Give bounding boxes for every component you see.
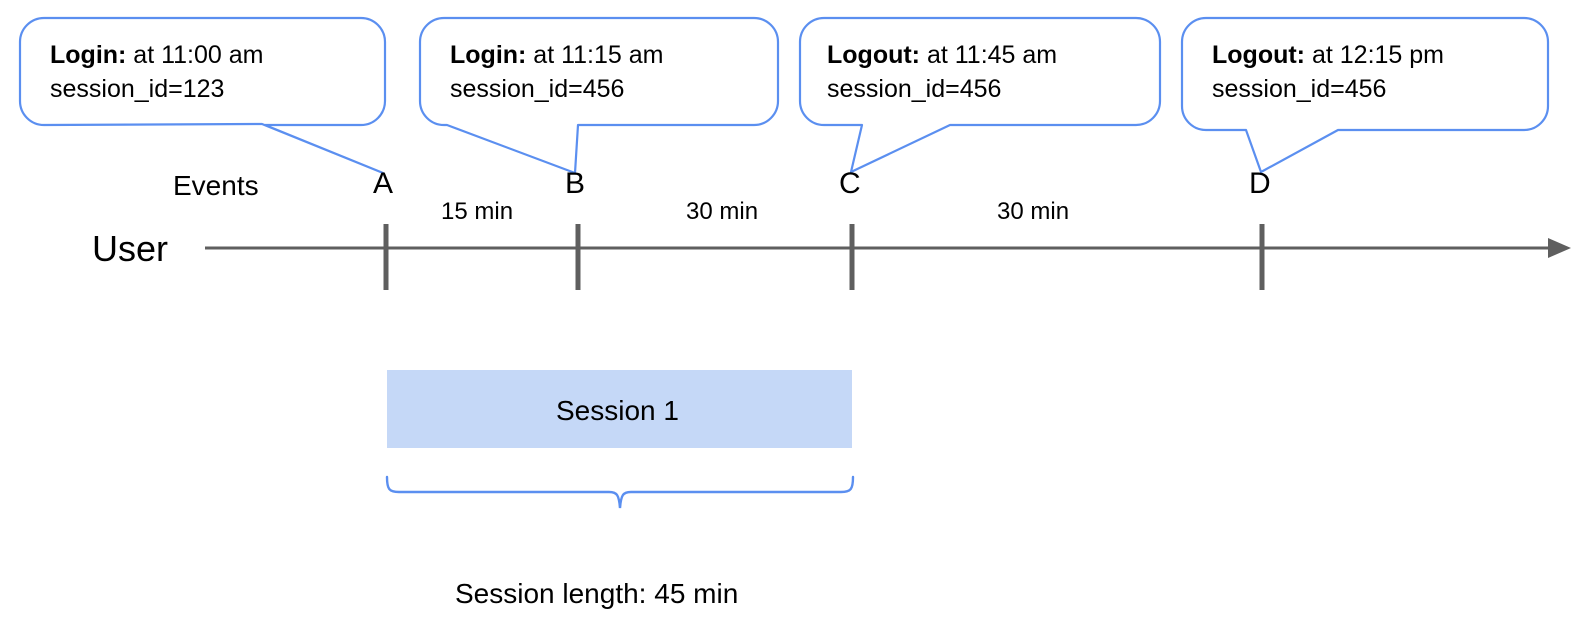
callout-a-text: Login: at 11:00 am session_id=123: [50, 38, 263, 106]
event-marker-c: C: [839, 167, 861, 200]
event-marker-b: B: [565, 167, 586, 200]
session-bar: [387, 370, 852, 448]
callout-b-detail: at 11:15 am: [526, 41, 664, 69]
event-marker-d: D: [1249, 167, 1271, 200]
callout-c-detail: at 11:45 am: [920, 41, 1058, 69]
callout-a-line2: session_id=123: [50, 75, 225, 103]
callout-b-line2: session_id=456: [450, 75, 625, 103]
axis-arrowhead: [1548, 238, 1571, 258]
callout-d-lead: Logout:: [1212, 41, 1306, 69]
user-row-label: User: [92, 228, 169, 269]
callout-bubble-a: [18, 16, 387, 175]
interval-label-ab: 15 min: [441, 198, 514, 225]
session-brace: [385, 475, 855, 509]
callout-d-line2: session_id=456: [1212, 75, 1387, 103]
callout-c-line1: Logout: at 11:45 am: [827, 38, 1057, 72]
callout-c-text: Logout: at 11:45 am session_id=456: [827, 38, 1057, 106]
event-marker-a: A: [373, 167, 394, 200]
callout-c-shape: [798, 16, 1162, 174]
callout-c-line2: session_id=456: [827, 75, 1002, 103]
callout-a-detail: at 11:00 am: [126, 41, 264, 69]
callout-c-lead: Logout:: [827, 41, 921, 69]
callout-a-line1: Login: at 11:00 am: [50, 38, 263, 72]
events-row-label: Events: [173, 170, 259, 201]
callout-d-detail: at 12:15 pm: [1305, 41, 1444, 69]
session-length-summary: Session length: 45 min: [455, 578, 739, 609]
callout-a-shape: [18, 16, 387, 175]
callout-bubble-d: [1180, 16, 1550, 174]
callout-b-line1: Login: at 11:15 am: [450, 38, 663, 72]
callout-bubble-c: [798, 16, 1162, 174]
callout-d-shape: [1180, 16, 1550, 174]
callout-bubble-b: [418, 16, 780, 175]
callout-a-lead: Login:: [50, 41, 127, 69]
callout-b-shape: [418, 16, 780, 175]
axis-ticks: [383, 224, 1265, 290]
callout-b-lead: Login:: [450, 41, 527, 69]
session-bar-label: Session 1: [556, 395, 679, 426]
interval-label-cd: 30 min: [997, 198, 1070, 225]
callout-b-text: Login: at 11:15 am session_id=456: [450, 38, 663, 106]
callout-d-line1: Logout: at 12:15 pm: [1212, 38, 1444, 72]
timeline-axis: [205, 238, 1571, 258]
callout-d-text: Logout: at 12:15 pm session_id=456: [1212, 38, 1444, 106]
interval-label-bc: 30 min: [686, 198, 759, 225]
